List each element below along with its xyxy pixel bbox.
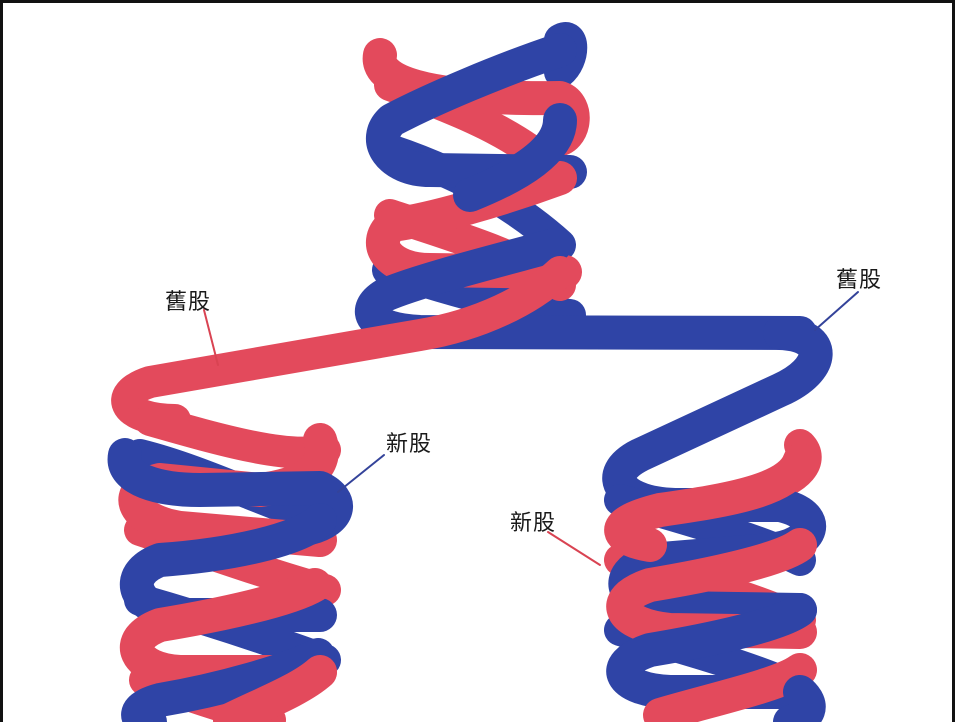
leader-old-right <box>814 291 859 331</box>
leader-new-left <box>337 454 385 493</box>
label-old-strand-left: 舊股 <box>165 290 212 315</box>
parent-helix-front-blue-1 <box>366 33 587 189</box>
label-old-strand-right: 舊股 <box>836 268 883 293</box>
right-helix <box>604 429 827 722</box>
label-new-strand-right: 新股 <box>510 511 557 536</box>
left-helix <box>107 404 353 722</box>
label-new-strand-left: 新股 <box>386 432 433 457</box>
leader-old-left <box>203 309 219 366</box>
parent-helix-front-blue-2 <box>453 103 577 212</box>
leader-new-right <box>547 531 601 566</box>
